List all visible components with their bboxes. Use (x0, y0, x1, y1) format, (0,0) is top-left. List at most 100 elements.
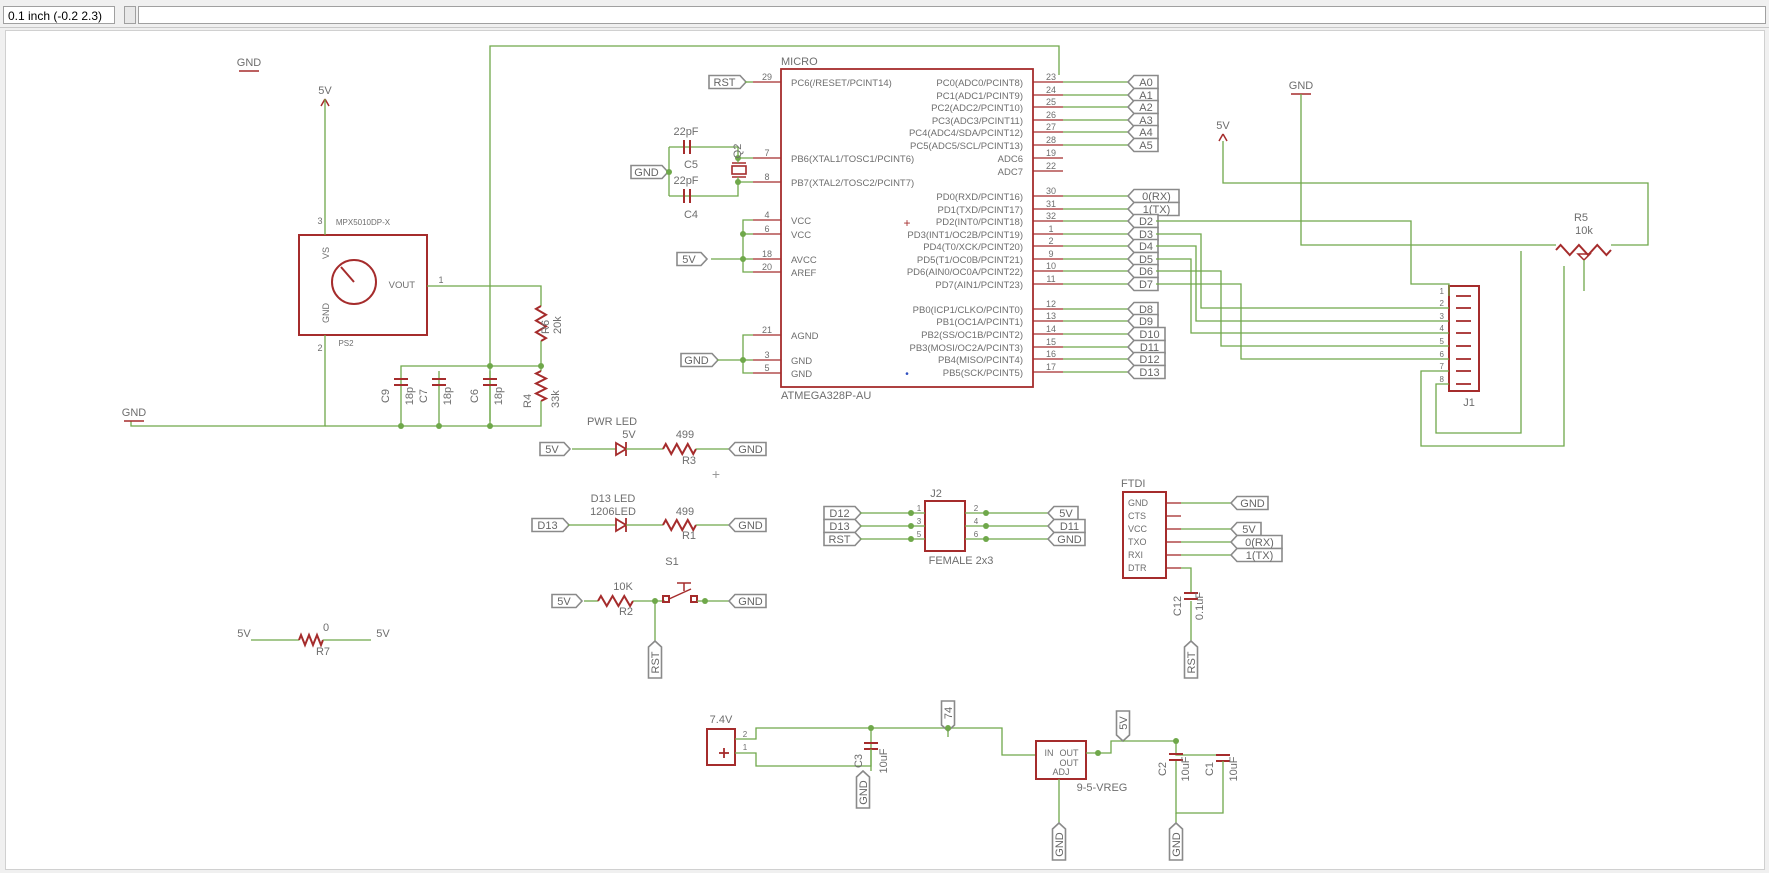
net-5v-pwr-flag (539, 441, 572, 457)
net-label-D7-flag (1126, 276, 1159, 292)
net-label-D13-flag (1126, 364, 1166, 380)
wire (1156, 270, 1449, 347)
micro-pin-number: 13 (1046, 311, 1056, 321)
net-gnd-j2: GND (1057, 534, 1082, 546)
r3-value: 499 (676, 429, 694, 441)
net-tx-ftdi: 1(TX) (1246, 550, 1274, 562)
ftdi-body (1122, 491, 1167, 579)
pwr-led-value: 5V (622, 429, 636, 441)
wire (1300, 94, 1556, 246)
c1-value: 10uF (1228, 756, 1240, 781)
ftdi-name: FTDI (1121, 478, 1145, 490)
net-gnd-crystal-flag (630, 164, 670, 180)
micro-pin-name: ADC6 (998, 154, 1023, 165)
wire (427, 285, 542, 306)
net-5v-r5: 5V (1216, 120, 1230, 132)
j2-pin-num: 5 (917, 530, 922, 539)
micro-pin-name: PB0(ICP1/CLKO/PCINT0) (913, 305, 1023, 316)
pin-marker: • (905, 369, 909, 380)
r5-name: R5 (1574, 212, 1588, 224)
j2-pin-num: 2 (974, 504, 979, 513)
net-d12-j2-flag (823, 505, 863, 521)
net-tx-ftdi-flag (1229, 547, 1283, 563)
s1-name: S1 (665, 556, 678, 568)
wire (1086, 739, 1124, 754)
micro-pin-number: 22 (1046, 161, 1056, 171)
sensor-pin2-num: 2 (317, 343, 322, 353)
wire (735, 727, 1036, 756)
vreg-pin-adj: ADJ (1052, 767, 1069, 777)
micro-pin-name: PB7(XTAL2/TOSC2/PCINT7) (791, 178, 914, 189)
net-rst-s1-flag (647, 639, 663, 679)
net-label-D7: D7 (1139, 279, 1153, 291)
r2-name: R2 (619, 606, 633, 618)
command-input[interactable] (138, 6, 1766, 24)
micro-pin-name: PD2(INT0/PCINT18) (936, 217, 1023, 228)
junction-dot (983, 523, 989, 529)
coordinate-display: 0.1 inch (-0.2 2.3) (3, 6, 115, 24)
micro-pin-number: 12 (1046, 299, 1056, 309)
net-5v-pwr: 5V (545, 444, 559, 456)
j2-pin-num: 3 (917, 517, 922, 526)
net-d11-j2: D11 (1060, 521, 1079, 533)
toolbar: 0.1 inch (-0.2 2.3) (0, 0, 1769, 28)
r3-name: R3 (682, 455, 696, 467)
net-5v-vreg: 5V (1118, 716, 1130, 730)
micro-pin-name: PC4(ADC4/SDA/PCINT12) (909, 128, 1023, 139)
micro-pin-name: VCC (791, 216, 811, 227)
micro-pin-name: PC2(ADC2/PCINT10) (931, 103, 1023, 114)
micro-pin-number: 29 (762, 72, 772, 82)
net-rx-ftdi: 0(RX) (1245, 537, 1274, 549)
net-label-D12: D12 (1139, 354, 1159, 366)
micro-pin-name: PC0(ADC0/PCINT8) (936, 78, 1023, 89)
j1-pin-num: 4 (1440, 324, 1445, 333)
net-5v-r5-arrow-r (1222, 133, 1228, 142)
s1-pin2 (690, 595, 698, 603)
micro-pin-number: 8 (764, 172, 769, 182)
micro-pin-number: 23 (1046, 72, 1056, 82)
r1-name: R1 (682, 530, 696, 542)
ftdi-pin-dtr: DTR (1128, 563, 1147, 573)
net-label-A4: A4 (1139, 127, 1152, 139)
j1-pin-num: 8 (1440, 375, 1445, 384)
ftdi-pin-gnd: GND (1128, 498, 1149, 508)
r1-value: 499 (676, 506, 694, 518)
micro-pin-name: AGND (791, 331, 819, 342)
c5-value: 22pF (673, 126, 698, 138)
wire (1156, 220, 1450, 296)
net-d13-j2: D13 (829, 521, 849, 533)
micro-pin-number: 2 (1048, 236, 1053, 246)
r2 (597, 594, 634, 608)
c2-name: C2 (1157, 762, 1169, 776)
micro-pin-number: 19 (1046, 148, 1056, 158)
net-label-A2: A2 (1139, 102, 1152, 114)
r2-value: 10K (613, 581, 633, 593)
net-gnd-c2: GND (1171, 832, 1183, 857)
c3-name: C3 (853, 754, 865, 768)
net-d13-led: D13 (537, 520, 557, 532)
micro-pin-name: VCC (791, 230, 811, 241)
micro-pin-number: 25 (1046, 97, 1056, 107)
j2-pin-num: 1 (917, 504, 922, 513)
micro-pin-number: 30 (1046, 186, 1056, 196)
r4 (533, 370, 549, 402)
gauge-icon (331, 259, 377, 305)
wire (1435, 251, 1522, 434)
micro-pin-name: PD6(AIN0/OC0A/PCINT22) (907, 267, 1023, 278)
j1-body (1448, 285, 1480, 392)
wire (1181, 567, 1192, 593)
net-gnd-micro: GND (684, 355, 709, 367)
s1-lever (668, 588, 692, 600)
junction-dot (868, 725, 874, 731)
micro-pin-number: 17 (1046, 362, 1056, 372)
micro-pin-number: 16 (1046, 349, 1056, 359)
micro-pin-name: AVCC (791, 255, 817, 266)
junction-dot (983, 510, 989, 516)
wire (400, 365, 541, 371)
j1-pin-num: 3 (1440, 312, 1445, 321)
r6-value: 20k (552, 316, 564, 334)
micro-body (780, 68, 1034, 388)
c9-value: 18p (404, 387, 416, 405)
junction-dot (1095, 750, 1101, 756)
